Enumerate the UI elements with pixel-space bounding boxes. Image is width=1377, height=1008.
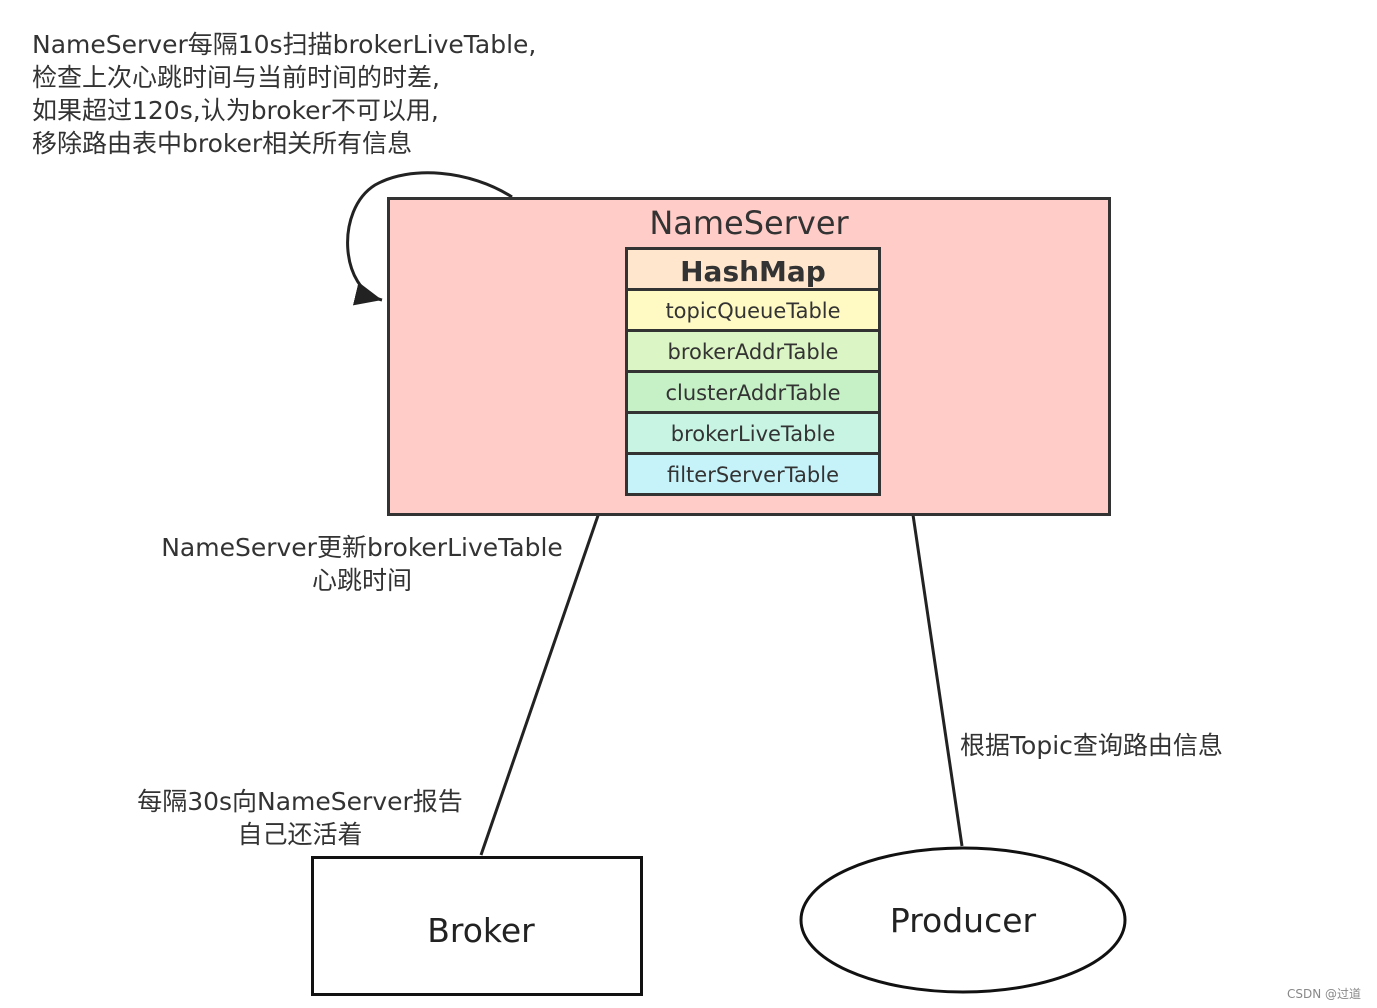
hashmap-row-brokerlivetable: brokerLiveTable bbox=[625, 411, 881, 455]
broker-box bbox=[311, 856, 643, 996]
hashmap-row-topicqueuetable: topicQueueTable bbox=[625, 288, 881, 332]
scan-note-line-4: 移除路由表中broker相关所有信息 bbox=[32, 129, 413, 158]
hashmap-row-filterservertable: filterServerTable bbox=[625, 452, 881, 496]
scan-note-line-3: 如果超过120s,认为broker不可以用, bbox=[32, 96, 439, 125]
hashmap-row-brokeraddrtable: brokerAddrTable bbox=[625, 329, 881, 373]
producer-query-note: 根据Topic查询路由信息 bbox=[960, 731, 1223, 760]
broker-report-note: 每隔30s向NameServer报告 自己还活着 bbox=[120, 785, 480, 851]
hashmap-row-clusteraddrtable: clusterAddrTable bbox=[625, 370, 881, 414]
nameserver-title: NameServer bbox=[649, 204, 849, 242]
nameserver-scan-note: NameServer每隔10s扫描brokerLiveTable, 检查上次心跳… bbox=[32, 28, 536, 160]
producer-ellipse bbox=[799, 846, 1127, 994]
hashmap-header: HashMap bbox=[625, 247, 881, 291]
update-note-line-1: NameServer更新brokerLiveTable bbox=[161, 533, 563, 562]
report-note-line-1: 每隔30s向NameServer报告 bbox=[137, 787, 463, 816]
broker-label: Broker bbox=[427, 911, 535, 950]
report-note-line-2: 自己还活着 bbox=[237, 820, 363, 849]
scan-note-line-1: NameServer每隔10s扫描brokerLiveTable, bbox=[32, 30, 537, 59]
producer-label: Producer bbox=[889, 901, 1037, 940]
hashmap-table: HashMap topicQueueTable brokerAddrTable … bbox=[625, 247, 881, 496]
nameserver-update-note: NameServer更新brokerLiveTable 心跳时间 bbox=[140, 531, 584, 597]
scan-note-line-2: 检查上次心跳时间与当前时间的时差, bbox=[32, 63, 440, 92]
update-note-line-2: 心跳时间 bbox=[311, 566, 412, 595]
nameserver-self-loop-arrow bbox=[346, 171, 513, 306]
watermark: CSDN @过道 bbox=[1286, 987, 1361, 1001]
